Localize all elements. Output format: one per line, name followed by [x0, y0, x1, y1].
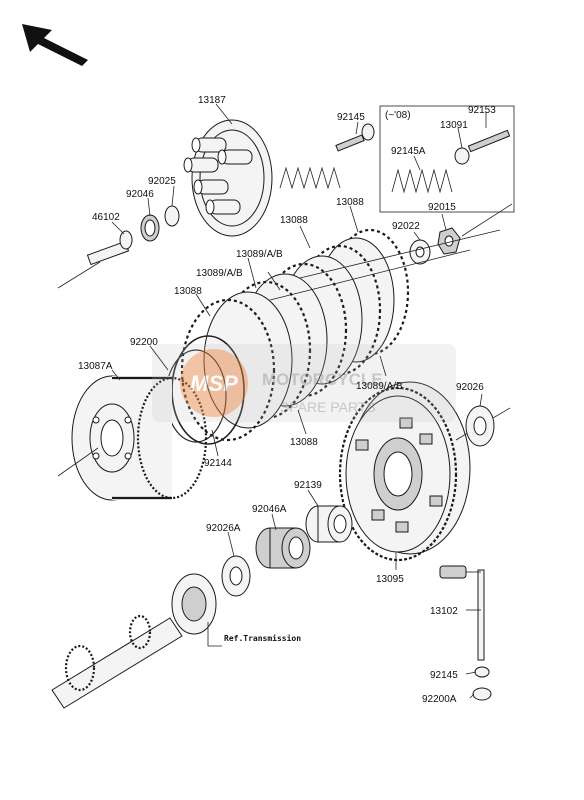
label-13088-a: 13088 [336, 197, 364, 208]
part-labels: 13187 92145 92153 13091 92145A 92025 920… [78, 95, 496, 705]
label-92153: 92153 [468, 105, 496, 116]
label-13087A: 13087A [78, 361, 113, 372]
label-92200: 92200 [130, 337, 158, 348]
spring-92145 [279, 123, 375, 190]
collar-92139 [305, 505, 353, 543]
direction-arrow-icon [22, 24, 88, 66]
label-92144: 92144 [204, 458, 232, 469]
label-92139: 92139 [294, 480, 322, 491]
label-92145A: 92145A [391, 146, 426, 157]
leader-lines [111, 103, 487, 699]
clutch-plates [180, 228, 501, 442]
label-13089-c: 13089/A/B [356, 381, 403, 392]
washer-92025 [164, 205, 180, 227]
transmission-shaft [51, 614, 222, 709]
label-92022: 92022 [392, 221, 420, 232]
bearing-92046A [255, 527, 311, 569]
label-13089-a: 13089/A/B [236, 249, 283, 260]
label-13095: 13095 [376, 574, 404, 585]
ref-transmission-label: Ref.Transmission [224, 633, 301, 643]
label-13089-b: 13089/A/B [196, 268, 243, 279]
watermark-logo [180, 349, 248, 417]
label-92200A: 92200A [422, 694, 457, 705]
label-92026: 92026 [456, 382, 484, 393]
label-92025: 92025 [148, 176, 176, 187]
label-13088-b: 13088 [280, 215, 308, 226]
label-92015: 92015 [428, 202, 456, 213]
clutch-hub-13087A [57, 375, 208, 501]
watermark: MSP MOTORCYCLE SPARE PARTS [152, 344, 456, 422]
label-92046A: 92046A [252, 504, 287, 515]
push-rod-13102 [439, 565, 492, 701]
clutch-housing-13095 [338, 381, 511, 562]
shaft-bearing [171, 573, 217, 635]
watermark-logo-text: MSP [190, 371, 238, 396]
label-13102: 13102 [430, 606, 458, 617]
label-13091: 13091 [440, 120, 468, 131]
inset-box: (~'08) [379, 105, 515, 213]
label-46102: 46102 [92, 212, 120, 223]
pusher-46102 [57, 230, 133, 289]
label-13088-c: 13088 [174, 286, 202, 297]
label-13088-d: 13088 [290, 437, 318, 448]
watermark-brand-line2: SPARE PARTS [280, 399, 376, 415]
label-92145-bottom: 92145 [430, 670, 458, 681]
watermark-brand-line1: MOTORCYCLE [262, 370, 383, 389]
label-13187: 13187 [198, 95, 226, 106]
pressure-plate-13187 [183, 119, 273, 237]
inset-note: (~'08) [385, 110, 411, 121]
label-92046: 92046 [126, 189, 154, 200]
label-92026A: 92026A [206, 523, 241, 534]
label-92145-top: 92145 [337, 112, 365, 123]
